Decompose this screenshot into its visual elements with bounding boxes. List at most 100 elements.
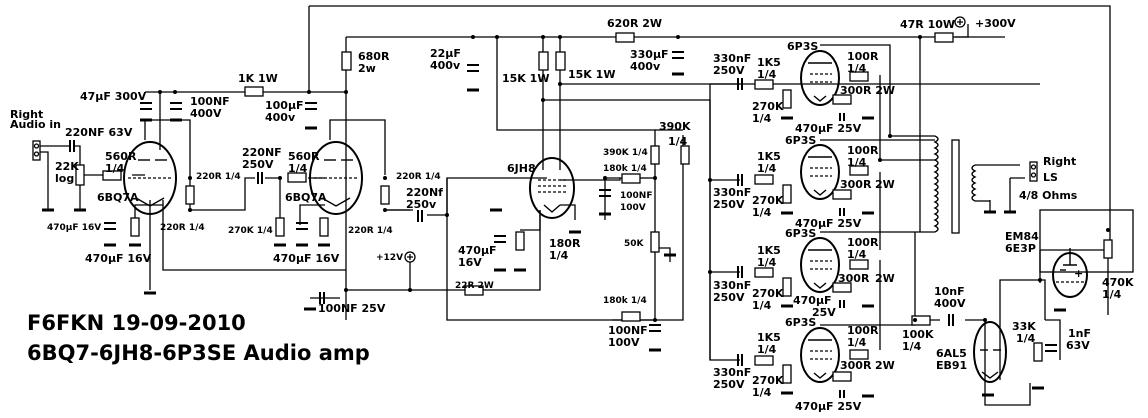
- label-r1k5-1: 1K5: [757, 56, 781, 69]
- label-r100k-b: 1/4: [902, 340, 922, 353]
- label-r270k-4b: 1/4: [752, 386, 772, 399]
- label-c100nf100-2: 100NF: [608, 324, 648, 337]
- label-r300-2: 300R: [840, 178, 872, 191]
- label-c100nf100-b: 100V: [620, 203, 646, 213]
- label-r100-3: 100R: [847, 236, 879, 249]
- label-r300-3b: 2W: [875, 272, 895, 285]
- input-label: Right: [10, 108, 43, 121]
- label-r180-b: 1/4: [549, 249, 569, 262]
- label-r620: 620R 2W: [607, 17, 662, 30]
- label-r100-4: 100R: [847, 324, 879, 337]
- label-r300-3: 300R: [838, 272, 870, 285]
- label-tube-v6: 6P3S: [785, 227, 816, 240]
- output-label-2: LS: [1043, 171, 1058, 184]
- label-r270k-2: 270K: [752, 194, 784, 207]
- label-c470-4: 470µF: [458, 244, 497, 257]
- label-tube-v7: 6P3S: [785, 316, 816, 329]
- label-r22: 22R 2W: [455, 281, 494, 291]
- label-r270k-1b: 1/4: [752, 112, 772, 125]
- tube-v7-6p3s: [800, 327, 840, 383]
- label-r300-4b: 2W: [875, 359, 895, 372]
- label-c470-25-1: 470µF 25V: [795, 122, 862, 135]
- label-r100-1b: 1/4: [847, 62, 867, 75]
- pot-50k: [650, 231, 660, 253]
- label-c100u: 100µF: [265, 99, 304, 112]
- label-tube-v5: 6P3S: [785, 134, 816, 147]
- label-c470-25-2: 470µF 25V: [795, 217, 862, 230]
- label-tube-v8b: EB91: [936, 359, 967, 372]
- label-c22u-b: 400v: [430, 59, 461, 72]
- label-c100u-b: 400v: [265, 111, 296, 124]
- label-r390k-b: 390K: [659, 120, 691, 133]
- label-r470k-b: 1/4: [1102, 288, 1122, 301]
- svg-text:+: +: [1074, 267, 1083, 280]
- label-c1n-b: 63V: [1066, 339, 1090, 352]
- label-c100nf-b: 400V: [190, 107, 222, 120]
- label-r-g2-b: 1/4: [288, 162, 308, 175]
- label-c100nf25: 100NF 25V: [318, 302, 386, 315]
- label-r1k5-1b: 1/4: [757, 68, 777, 81]
- label-ccpl2: 220Nf: [406, 186, 443, 199]
- label-c100nf100: 100NF: [620, 191, 652, 201]
- label-r300-1: 300R 2W: [840, 84, 895, 97]
- label-r270k: 270K 1/4: [228, 226, 273, 236]
- label-r33k-b: 1/4: [1016, 332, 1036, 345]
- label-r15k-2: 15K 1W: [568, 68, 615, 81]
- tube-v1-6bq7a: [123, 141, 177, 215]
- label-ccpl2-b: 250v: [406, 198, 437, 211]
- label-r270k-3: 270K: [752, 287, 784, 300]
- label-c330n-1b: 250V: [713, 64, 745, 77]
- labels: Right Audio in 220NF 63V 22K log 560R 1/…: [10, 17, 1134, 413]
- junctions: [158, 35, 1110, 322]
- label-r220-4: 220R 1/4: [348, 226, 393, 236]
- label-r270k-2b: 1/4: [752, 206, 772, 219]
- label-c330n-3b: 250V: [713, 291, 745, 304]
- label-r220-3: 220R 1/4: [396, 172, 441, 182]
- title-line-2: 6BQ7-6JH8-6P3SE Audio amp: [27, 341, 370, 365]
- label-r100-1: 100R: [847, 50, 879, 63]
- resistors: [75, 32, 1113, 384]
- output-label-3: 4/8 Ohms: [1019, 189, 1078, 202]
- label-r33k: 33K: [1012, 320, 1036, 333]
- label-r270k-4: 270K: [752, 374, 784, 387]
- supply-terminals: [404, 16, 966, 263]
- label-r100k: 100K: [902, 328, 934, 341]
- label-c22u: 22µF: [430, 47, 461, 60]
- label-c330n-4: 330nF: [713, 366, 751, 379]
- label-c470-2: 470µF 16V: [85, 252, 152, 265]
- label-tube-v1: 6BQ7A: [97, 191, 139, 204]
- label-c47: 47µF 300V: [80, 90, 147, 103]
- label-c470-1: 470µF 16V: [47, 223, 101, 233]
- label-r15k-1: 15K 1W: [502, 72, 549, 85]
- label-r270k-1: 270K: [752, 100, 784, 113]
- tube-v5-6p3s: [800, 144, 840, 200]
- label-c330u-b: 400v: [630, 60, 661, 73]
- label-r220-1: 220R 1/4: [196, 172, 241, 182]
- label-c470-25-4: 470µF 25V: [795, 400, 862, 413]
- label-r-g2: 560R: [288, 150, 320, 163]
- label-r-g1: 560R: [105, 150, 137, 163]
- label-c330n-3: 330nF: [713, 279, 751, 292]
- label-r47: 47R 10W: [900, 18, 955, 31]
- label-tube-v9a: EM84: [1005, 230, 1039, 243]
- label-r100-2: 100R: [847, 144, 879, 157]
- tube-v4-6p3s: [800, 50, 840, 106]
- label-c10n: 10nF: [934, 285, 965, 298]
- label-r1k5-3b: 1/4: [757, 256, 777, 269]
- label-c330n-2: 330nF: [713, 186, 751, 199]
- tube-v8-6al5: [973, 321, 1007, 383]
- label-r1k5-4: 1K5: [757, 331, 781, 344]
- pot-22k: [75, 164, 85, 186]
- label-c470-3: 470µF 16V: [273, 252, 340, 265]
- label-c1n: 1nF: [1068, 327, 1091, 340]
- label-c100nf100-2b: 100V: [608, 336, 640, 349]
- label-tube-v9b: 6E3P: [1005, 242, 1036, 255]
- label-c100nf: 100NF: [190, 95, 230, 108]
- label-c470-25-3b: 25V: [812, 306, 836, 319]
- label-r1k5-2: 1K5: [757, 150, 781, 163]
- label-c470-25-3: 470µF: [793, 294, 832, 307]
- label-c10n-b: 400V: [934, 297, 966, 310]
- label-r100-3b: 1/4: [847, 248, 867, 261]
- tube-v2-6bq7a: [309, 141, 363, 215]
- label-c470-4-b: 16V: [458, 256, 482, 269]
